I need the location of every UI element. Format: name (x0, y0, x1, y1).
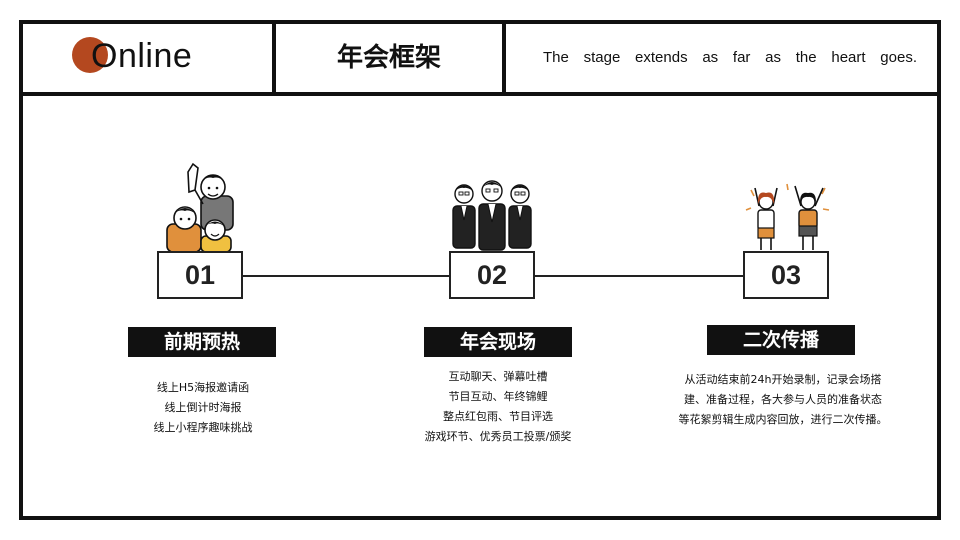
header-divider (502, 24, 506, 92)
header-bar: Online 年会框架 The stage extends as far as … (23, 24, 937, 96)
slide-frame: Online 年会框架 The stage extends as far as … (19, 20, 941, 520)
step-label-onsite: 年会现场 (424, 327, 572, 357)
description-line: 线上H5海报邀请函 (156, 381, 250, 394)
description-line: 等花絮剪辑生成内容回放，进行二次传播。 (678, 413, 888, 426)
description-line: 线上小程序趣味挑战 (153, 421, 253, 434)
step-description-spread: 从活动结束前24h开始录制，记录会场搭 建、准备过程，各大参与人员的准备状态 等… (655, 370, 911, 430)
page-title: 年会框架 (336, 43, 441, 73)
celebrating-women-illustration (745, 183, 830, 250)
tagline: The stage extends as far as the heart go… (543, 49, 917, 66)
description-line: 建、准备过程，各大参与人员的准备状态 (684, 393, 882, 406)
logo-cell: Online (23, 24, 272, 92)
logo-text: Online (91, 37, 193, 75)
description-line: 整点红包雨、节目评选 (443, 410, 553, 423)
description-line: 从活动结束前24h开始录制，记录会场搭 (684, 373, 882, 386)
description-line: 线上倒计时海报 (164, 401, 242, 414)
description-line: 互动聊天、弹幕吐槽 (448, 370, 548, 383)
step-number-02: 02 (449, 251, 535, 299)
description-line: 游戏环节、优秀员工投票/颁奖 (424, 430, 572, 443)
step-number-03: 03 (743, 251, 829, 299)
step-label-warmup: 前期预热 (128, 327, 276, 357)
header-divider (272, 24, 276, 92)
logo-circle-icon (72, 37, 108, 73)
description-line: 节目互动、年终锦鲤 (448, 390, 548, 403)
step-label-spread: 二次传播 (707, 325, 855, 355)
step-description-warmup: 线上H5海报邀请函 线上倒计时海报 线上小程序趣味挑战 (83, 378, 323, 438)
step-number-01: 01 (157, 251, 243, 299)
cheering-group-illustration (166, 162, 234, 252)
business-team-illustration (452, 180, 532, 251)
step-description-onsite: 互动聊天、弹幕吐槽 节目互动、年终锦鲤 整点红包雨、节目评选 游戏环节、优秀员工… (373, 367, 623, 447)
